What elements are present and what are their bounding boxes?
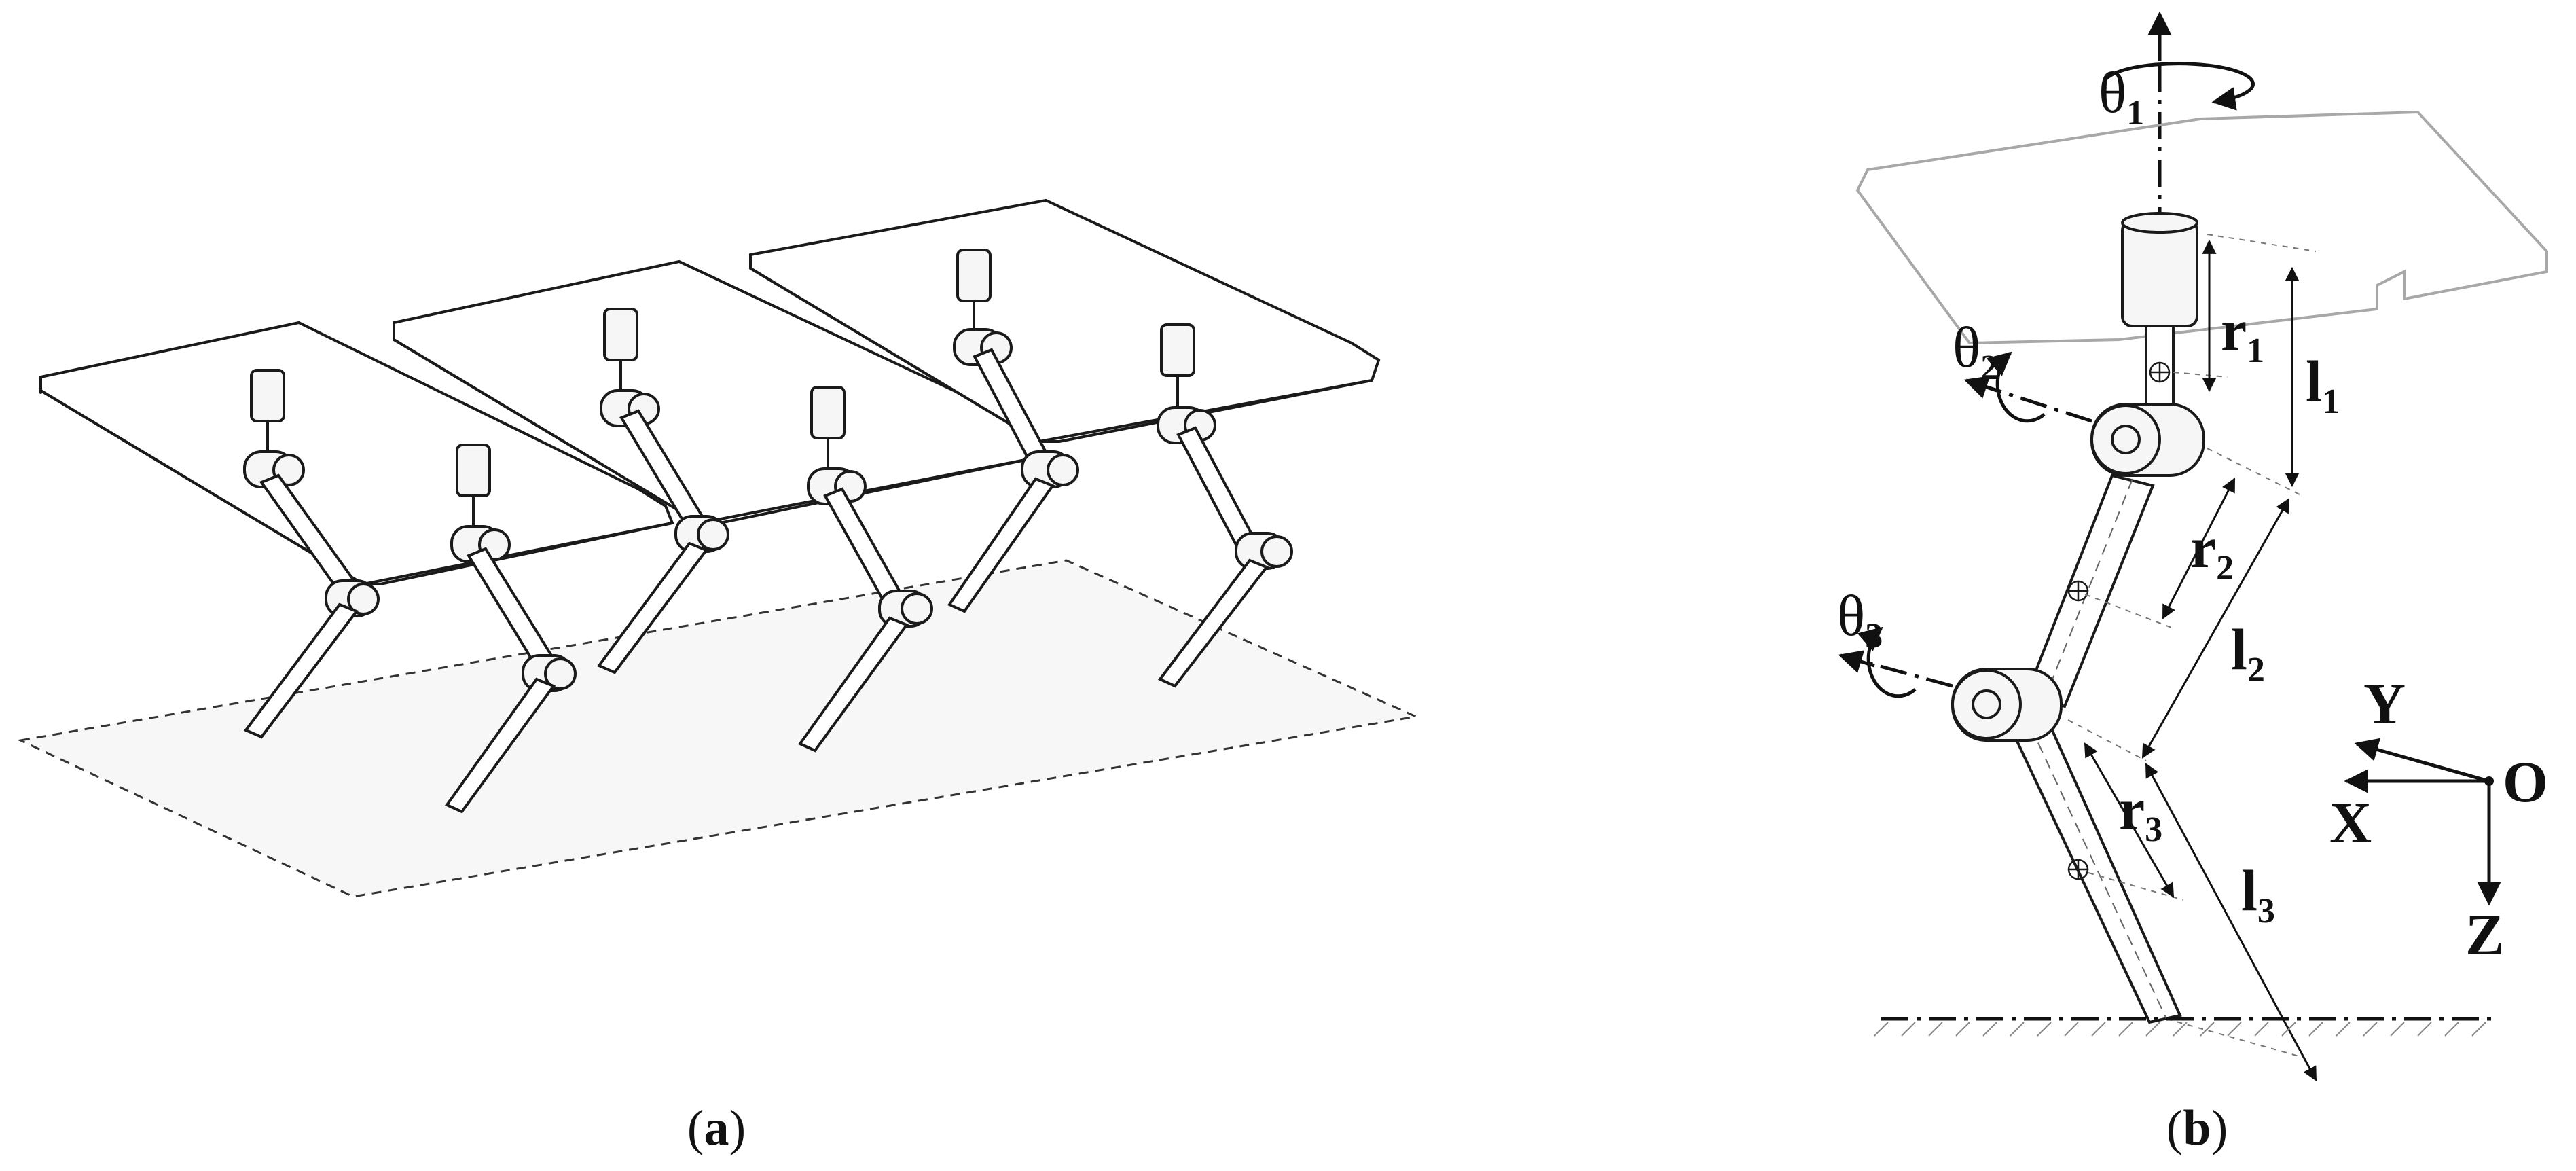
theta3-rotation-arrow — [1857, 626, 1917, 698]
r3-label: r3 — [2119, 776, 2162, 849]
r2-label: r2 — [2190, 515, 2234, 588]
thigh-link — [2025, 473, 2155, 708]
theta2-label: θ2 — [1953, 314, 1998, 387]
r1-label: r1 — [2221, 298, 2264, 370]
dimension-lines — [2067, 234, 2317, 1081]
leg-6 — [1157, 323, 1293, 688]
y-axis-label: Y — [2363, 671, 2406, 736]
leg-2 — [444, 444, 577, 814]
shank-link — [2008, 718, 2182, 1024]
origin-dot — [2484, 776, 2494, 786]
body-plate-outline — [1855, 110, 2548, 345]
leg-5 — [947, 249, 1079, 613]
theta2-axis-arrow — [1963, 376, 1997, 399]
hip-motor — [2121, 212, 2198, 416]
ground-plane — [17, 559, 1420, 898]
x-axis-label: X — [2329, 790, 2372, 855]
l3-label: l3 — [2241, 858, 2275, 931]
theta2-rotation-arrow — [1986, 351, 2046, 423]
l1-label: l1 — [2306, 348, 2340, 421]
leg-4 — [797, 386, 933, 753]
leg-3 — [596, 308, 729, 674]
theta3-label: θ3 — [1837, 583, 1883, 655]
coordinate-frame: Y X Z O — [2329, 671, 2548, 967]
y-axis-arrow — [2354, 738, 2490, 783]
panel-a-caption: (a) — [687, 1100, 746, 1156]
hip-joint — [2090, 403, 2205, 477]
panel-b-leg-kinematics: θ1 — [1837, 11, 2548, 1156]
leg-1 — [243, 369, 380, 739]
panel-a-robot-illustration: (a) — [17, 198, 1420, 1156]
z-axis-label: Z — [2465, 902, 2504, 967]
origin-label: O — [2503, 749, 2548, 814]
l2-label: l2 — [2231, 617, 2265, 689]
theta1-rotation-arrow — [2102, 62, 2255, 111]
knee-joint — [1951, 668, 2063, 742]
panel-b-caption: (b) — [2166, 1100, 2228, 1156]
ground-line — [1874, 1017, 2499, 1037]
theta1-label: θ1 — [2099, 60, 2144, 132]
